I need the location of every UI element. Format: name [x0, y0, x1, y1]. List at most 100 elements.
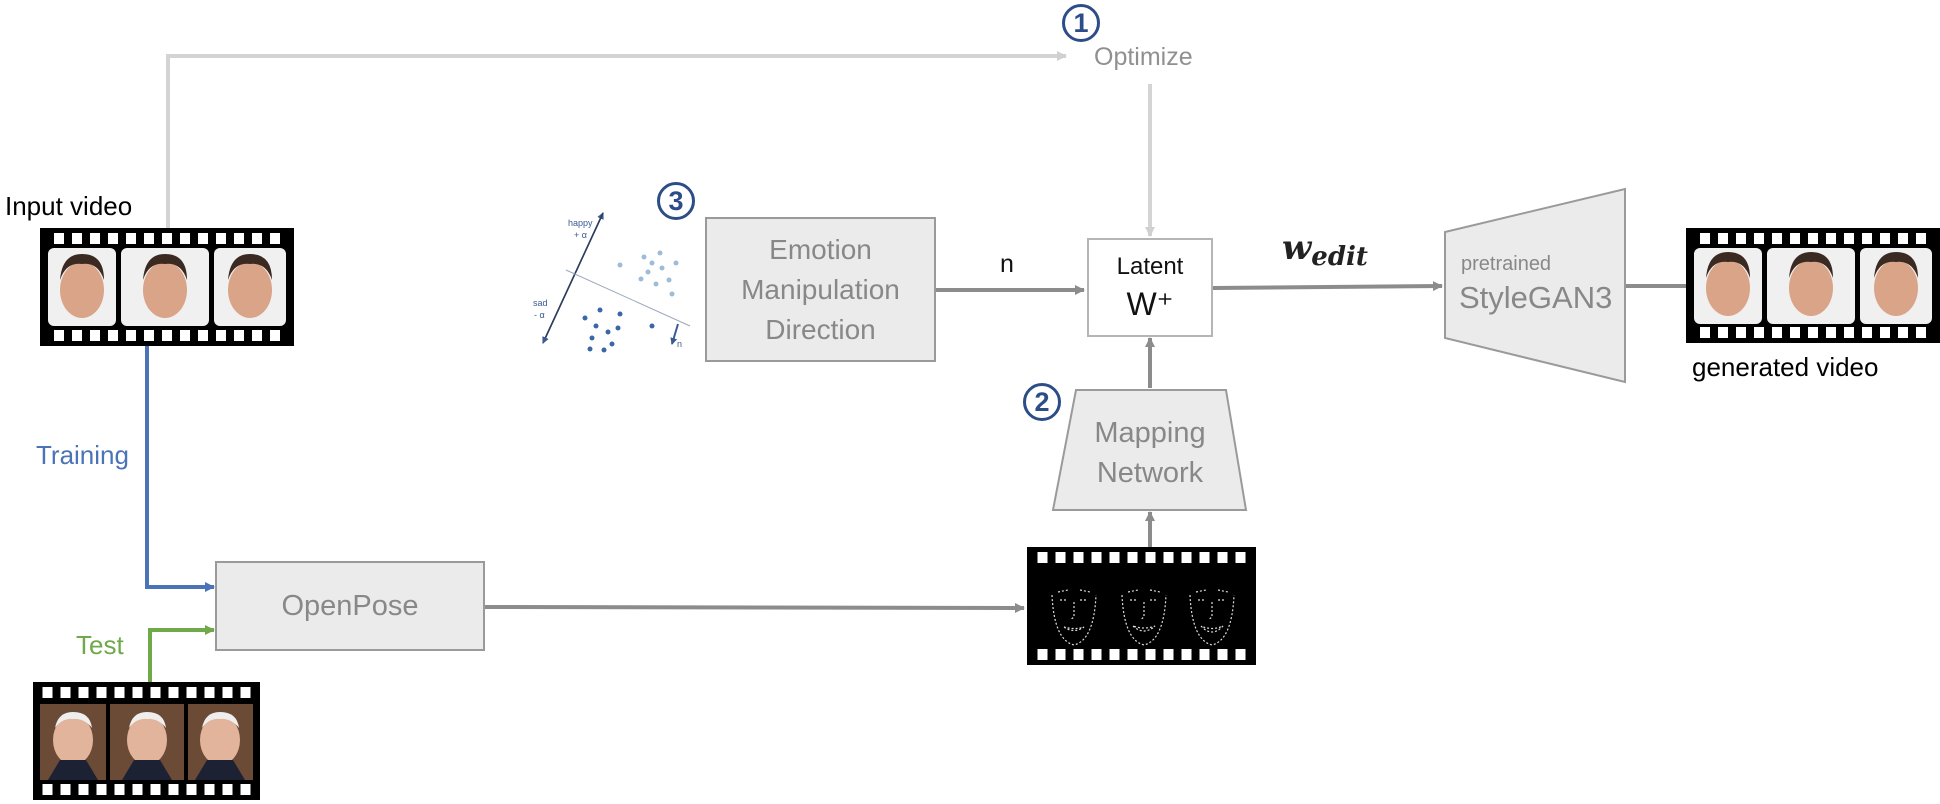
sprocket-hole: [150, 784, 161, 795]
sprocket-hole: [1718, 233, 1728, 244]
latent-title: Latent: [1116, 252, 1184, 280]
sprocket-hole: [168, 687, 179, 698]
sprocket-hole: [216, 233, 226, 244]
sprocket-hole: [1916, 327, 1926, 338]
sprocket-hole: [42, 784, 53, 795]
face-thumbnail: [228, 254, 272, 318]
sprocket-hole: [252, 330, 262, 341]
sprocket-hole: [132, 784, 143, 795]
sprocket-hole: [204, 784, 215, 795]
sprocket-hole: [162, 233, 172, 244]
scatter-points-sad: [582, 307, 655, 353]
sprocket-hole: [1916, 233, 1926, 244]
w-edit-subscript: edit: [1311, 242, 1368, 272]
mapping-line: Network: [1096, 457, 1204, 489]
sprocket-hole: [42, 687, 53, 698]
scatter-label-n: n: [677, 339, 682, 349]
sprocket-hole: [1109, 552, 1120, 563]
openpose-to-landmarks-arrow: [483, 602, 1025, 613]
sprocket-hole: [1199, 552, 1210, 563]
sprocket-hole: [1844, 233, 1854, 244]
filmstrip-holes: [1037, 552, 1246, 660]
test-video-filmstrip: [33, 682, 260, 800]
sprocket-hole: [1073, 552, 1084, 563]
sprocket-hole: [1898, 327, 1908, 338]
sprocket-hole: [144, 330, 154, 341]
sprocket-hole: [252, 233, 262, 244]
step-2-badge: 2: [1023, 383, 1061, 421]
mapping-network-label: Mapping Network: [1060, 410, 1240, 496]
sprocket-hole: [1091, 649, 1102, 660]
sprocket-hole: [1880, 327, 1890, 338]
sprocket-hole: [132, 687, 143, 698]
sprocket-hole: [1037, 649, 1048, 660]
sprocket-hole: [216, 330, 226, 341]
test-label: Test: [76, 630, 124, 660]
emotion-direction-box: Emotion Manipulation Direction: [705, 217, 936, 362]
sprocket-hole: [1754, 233, 1764, 244]
generated-video-label: generated video: [1692, 352, 1879, 382]
sprocket-hole: [1862, 327, 1872, 338]
scatter-label-happy: happy: [568, 218, 593, 228]
sprocket-hole: [1736, 233, 1746, 244]
sprocket-hole: [1772, 233, 1782, 244]
sprocket-hole: [1163, 552, 1174, 563]
n-label: n: [1000, 250, 1014, 278]
sprocket-hole: [1217, 649, 1228, 660]
sprocket-hole: [150, 687, 161, 698]
filmstrip-holes: [42, 687, 251, 795]
sprocket-hole: [1037, 552, 1048, 563]
training-arrow: [145, 346, 215, 592]
sprocket-hole: [90, 233, 100, 244]
emotion-box-line: Direction: [765, 313, 876, 345]
sprocket-hole: [1055, 552, 1066, 563]
sprocket-hole: [1772, 327, 1782, 338]
sprocket-hole: [1181, 552, 1192, 563]
optimize-label: Optimize: [1094, 43, 1193, 71]
sprocket-hole: [78, 687, 89, 698]
scatter-separator-line: [565, 269, 691, 327]
sprocket-hole: [1073, 649, 1084, 660]
sprocket-hole: [168, 784, 179, 795]
landmark-face: [1189, 589, 1235, 646]
training-label: Training: [36, 440, 129, 470]
sprocket-hole: [180, 330, 190, 341]
sprocket-hole: [270, 233, 280, 244]
sprocket-hole: [1700, 233, 1710, 244]
sprocket-hole: [1790, 233, 1800, 244]
sprocket-hole: [60, 784, 71, 795]
sprocket-hole: [222, 687, 233, 698]
optimize-arrow: [166, 51, 1067, 228]
sprocket-hole: [126, 330, 136, 341]
face-thumbnail: [48, 712, 98, 780]
openpose-box: OpenPose: [215, 561, 485, 651]
w-edit-label: wedit: [1282, 228, 1368, 272]
stylegan-pretrained-label: pretrained: [1461, 253, 1552, 275]
sprocket-hole: [1790, 327, 1800, 338]
sprocket-hole: [1826, 233, 1836, 244]
face-thumbnail: [195, 712, 245, 780]
generated-video-filmstrip: [1686, 228, 1940, 343]
sprocket-hole: [114, 784, 125, 795]
landmark-face: [1121, 589, 1167, 646]
test-arrow: [148, 625, 215, 682]
sprocket-hole: [1898, 233, 1908, 244]
sprocket-hole: [96, 687, 107, 698]
sprocket-hole: [1127, 552, 1138, 563]
openpose-label: OpenPose: [281, 589, 419, 622]
sprocket-hole: [1718, 327, 1728, 338]
emotion-box-line: Emotion: [769, 233, 872, 265]
sprocket-hole: [204, 687, 215, 698]
latent-box: Latent W⁺: [1087, 238, 1213, 337]
sprocket-hole: [240, 687, 251, 698]
sprocket-hole: [108, 330, 118, 341]
sprocket-hole: [1109, 649, 1120, 660]
face-thumbnail: [122, 712, 172, 780]
latent-to-stylegan-arrow: [1212, 281, 1443, 292]
sprocket-hole: [222, 784, 233, 795]
step-1-badge: 1: [1062, 4, 1100, 42]
mapping-line: Mapping: [1094, 417, 1206, 449]
face-thumbnail: [1706, 252, 1750, 316]
sprocket-hole: [234, 233, 244, 244]
